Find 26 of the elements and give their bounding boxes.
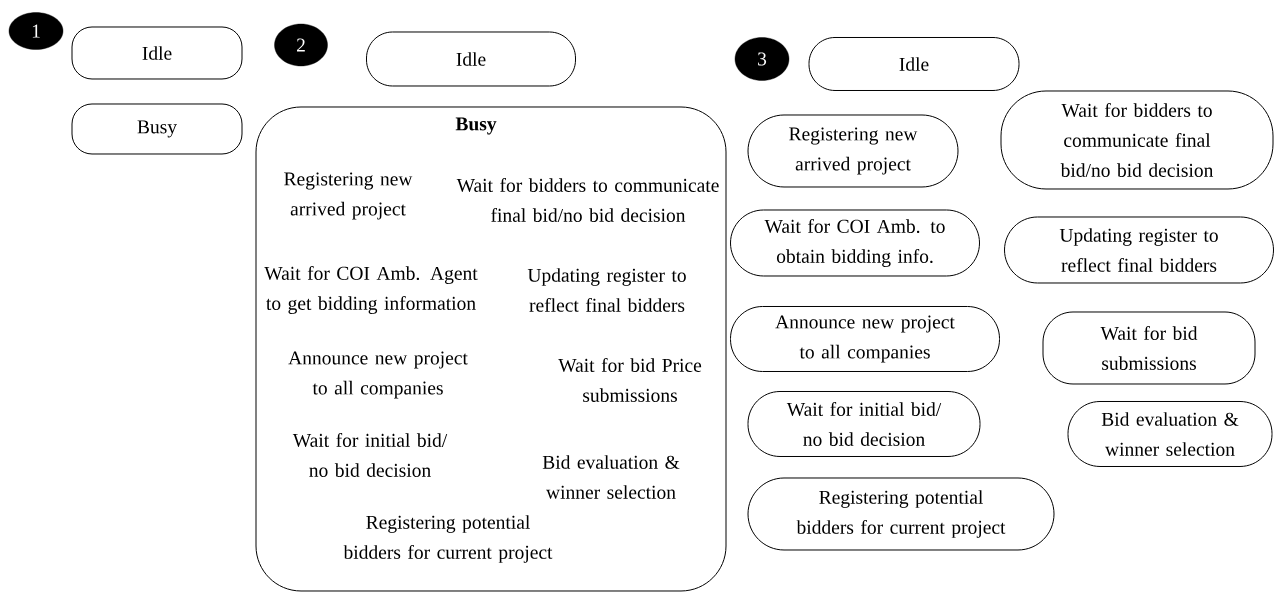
state-box: Registering new arrived project [747, 114, 959, 188]
number-badge: 1 [8, 12, 64, 50]
state-box: Announce new project to all companies [730, 306, 1000, 372]
state-label: Registering potential bidders for current project [343, 515, 553, 563]
box-heading: Busy [455, 117, 497, 135]
state-box: Idle [71, 26, 243, 80]
state-box: Idle [366, 31, 576, 87]
state-box: Idle [808, 37, 1020, 91]
state-label: Wait for bid Price submissions [558, 358, 702, 402]
state-label: Bid evaluation & winner selection [542, 455, 680, 499]
state-box: Wait for bidders to communicate final bid/no bid decision [1000, 90, 1274, 190]
state-label: Wait for bidders to communicate final bid/no bid decision [456, 178, 719, 222]
state-label: Wait for initial bid/ no bid decision [292, 433, 448, 477]
state-box: Registering potential bidders for current project [747, 477, 1055, 551]
state-box: Busy [71, 103, 243, 155]
state-box: Updating register to reflect final bidders [1004, 216, 1274, 284]
state-box: Wait for bid submissions [1042, 311, 1256, 385]
state-box: Wait for initial bid/ no bid decision [747, 391, 981, 457]
number-badge: 2 [274, 23, 328, 67]
state-box: Wait for COI Amb. to obtain bidding info. [730, 209, 980, 277]
state-label: Announce new project to all companies [288, 351, 468, 399]
state-box: Bid evaluation & winner selection [1067, 401, 1273, 467]
state-label: Updating register to reflect final bidders [527, 268, 686, 312]
number-badge: 3 [734, 37, 790, 81]
state-label: Registering new arrived project [284, 172, 413, 220]
state-label: Wait for COI Amb. Agent to get bidding information [264, 266, 478, 314]
